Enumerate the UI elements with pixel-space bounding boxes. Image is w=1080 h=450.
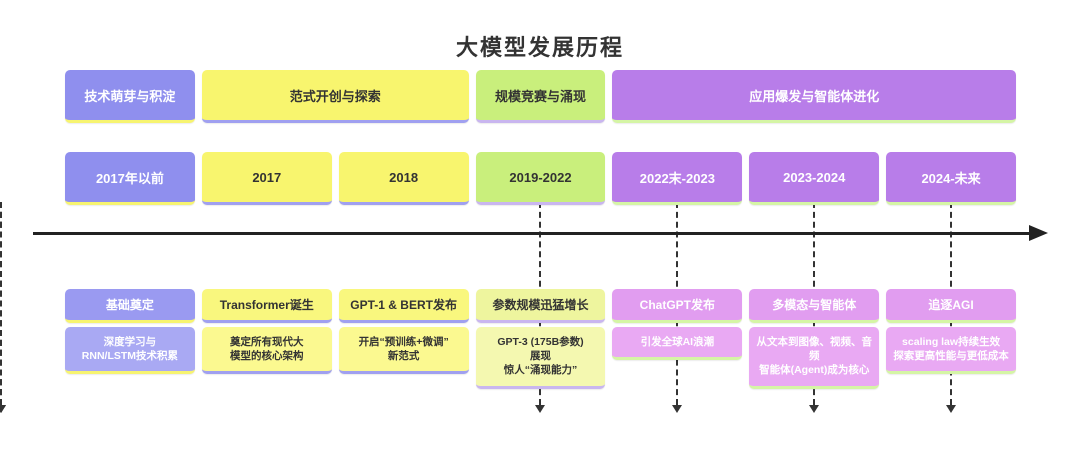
period-box-2018: 2018 bbox=[338, 152, 469, 205]
detail-box-gpt3-emergence: GPT-3 (175B参数) 展现 惊人“涌现能力” bbox=[475, 327, 606, 389]
detail-box-ai-wave: 引发全球AI浪潮 bbox=[612, 327, 743, 361]
period-row: 2017年以前 2017 2018 2019-2022 2022末-2023 2… bbox=[65, 152, 1016, 205]
section-header-row: 技术萌芽与积淀 范式开创与探索 规模竞赛与涌现 应用爆发与智能体进化 bbox=[65, 70, 1016, 123]
event-box-param-growth: 参数规模迅猛增长 bbox=[475, 289, 606, 323]
detail-box-scaling-law: scaling law持续生效 探索更高性能与更低成本 bbox=[886, 327, 1016, 375]
column-connector-down-arrow bbox=[0, 202, 6, 413]
event-box-chatgpt: ChatGPT发布 bbox=[612, 289, 743, 323]
event-box-multimodal: 多模态与智能体 bbox=[749, 289, 880, 323]
section-header-paradigm: 范式开创与探索 bbox=[201, 70, 469, 123]
diagram-title: 大模型发展历程 bbox=[455, 35, 624, 60]
section-header-agent-evolution: 应用爆发与智能体进化 bbox=[612, 70, 1016, 123]
timeline-axis bbox=[33, 232, 1029, 235]
detail-box-pretrain-finetune: 开启“预训练+微调” 新范式 bbox=[338, 327, 469, 375]
section-header-scale-race: 规模竞赛与涌现 bbox=[475, 70, 606, 123]
event-box-agi: 追逐AGI bbox=[886, 289, 1016, 323]
detail-row: 深度学习与 RNN/LSTM技术积累 奠定所有现代大 模型的核心架构 开启“预训… bbox=[65, 327, 1016, 389]
section-header-tech-sprout: 技术萌芽与积淀 bbox=[65, 70, 195, 123]
period-box-2023-2024: 2023-2024 bbox=[749, 152, 880, 205]
timeline-axis-arrowhead-icon bbox=[1029, 225, 1048, 241]
detail-box-deep-learning: 深度学习与 RNN/LSTM技术积累 bbox=[65, 327, 195, 375]
event-box-foundation: 基础奠定 bbox=[65, 289, 195, 323]
period-box-2022-2023: 2022末-2023 bbox=[612, 152, 743, 205]
event-box-transformer: Transformer诞生 bbox=[201, 289, 332, 323]
period-box-2019-2022: 2019-2022 bbox=[475, 152, 606, 205]
period-box-2024-future: 2024-未来 bbox=[886, 152, 1016, 205]
period-box-before-2017: 2017年以前 bbox=[65, 152, 195, 205]
detail-box-agent-core: 从文本到图像、视频、音频 智能体(Agent)成为核心 bbox=[749, 327, 880, 389]
period-box-2017: 2017 bbox=[201, 152, 332, 205]
event-box-gpt1-bert: GPT-1 & BERT发布 bbox=[338, 289, 469, 323]
detail-box-core-architecture: 奠定所有现代大 模型的核心架构 bbox=[201, 327, 332, 375]
event-row: 基础奠定 Transformer诞生 GPT-1 & BERT发布 参数规模迅猛… bbox=[65, 289, 1016, 323]
